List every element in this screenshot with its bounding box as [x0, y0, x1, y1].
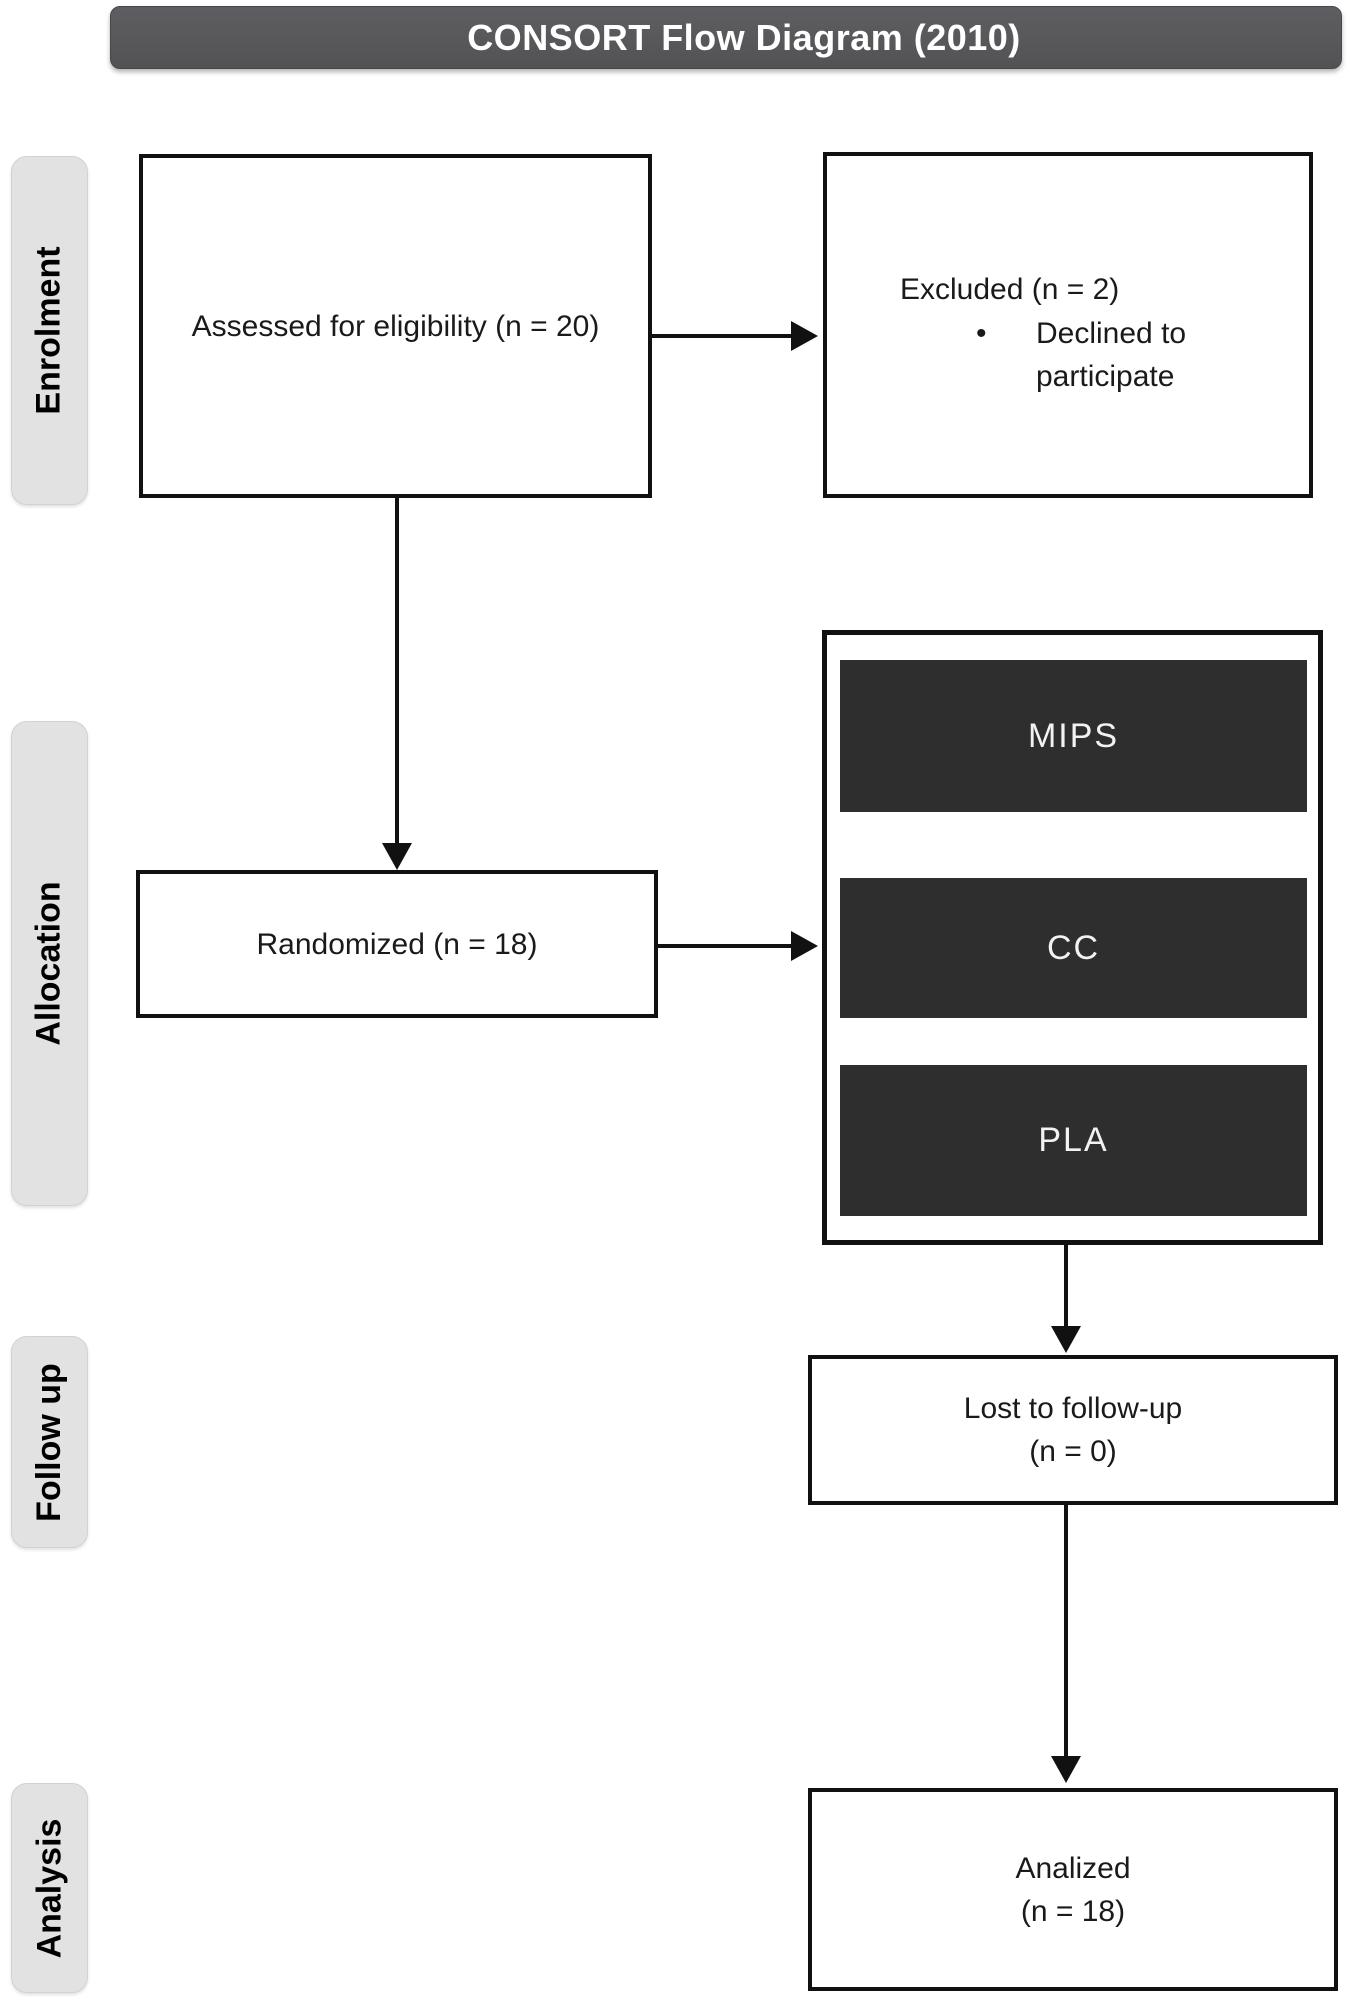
- stage-label-enrolment-text: Enrolment: [30, 246, 68, 415]
- arm-box-pla: PLA: [840, 1065, 1307, 1216]
- arrow-assessed-to-randomized: [395, 498, 399, 844]
- stage-label-enrolment: Enrolment: [11, 156, 88, 505]
- assessed-box: Assessed for eligibility (n = 20): [139, 154, 652, 498]
- stage-label-follow-up: Follow up: [11, 1336, 88, 1548]
- lost-to-follow-up-box: Lost to follow-up (n = 0): [808, 1355, 1338, 1505]
- arrowhead-down-icon: [1051, 1756, 1081, 1783]
- stage-label-follow-up-text: Follow up: [30, 1362, 69, 1522]
- randomized-text: Randomized (n = 18): [256, 927, 538, 961]
- arrowhead-right-icon: [791, 931, 818, 961]
- arm-pla-text: PLA: [1038, 1121, 1109, 1159]
- lost-line1: Lost to follow-up: [963, 1392, 1183, 1425]
- analyzed-box: Analized (n = 18): [808, 1788, 1338, 1991]
- arrowhead-right-icon: [791, 321, 818, 351]
- arm-box-mips: MIPS: [840, 660, 1307, 812]
- stage-label-allocation-text: Allocation: [30, 881, 68, 1046]
- stage-label-analysis: Analysis: [11, 1783, 88, 1993]
- diagram-title: CONSORT Flow Diagram (2010): [467, 16, 1021, 58]
- arrow-arms-to-lost: [1064, 1245, 1068, 1327]
- arrow-lost-to-analyzed: [1064, 1505, 1068, 1757]
- stage-label-analysis-text: Analysis: [30, 1818, 69, 1958]
- excluded-text-block: Excluded (n = 2) • Declined to participa…: [900, 268, 1226, 398]
- excluded-title: Excluded (n = 2): [900, 273, 1120, 306]
- excluded-bullet-row: • Declined to participate: [976, 312, 1226, 398]
- diagram-title-bar: CONSORT Flow Diagram (2010): [110, 6, 1342, 69]
- assessed-text: Assessed for eligibility (n = 20): [191, 309, 600, 343]
- analyzed-line1: Analized: [1015, 1851, 1131, 1885]
- arrow-randomized-to-arms: [658, 944, 792, 948]
- arm-cc-text: CC: [1046, 928, 1101, 967]
- excluded-box: Excluded (n = 2) • Declined to participa…: [823, 152, 1313, 498]
- randomized-box: Randomized (n = 18): [136, 870, 658, 1018]
- arrow-assessed-to-excluded: [652, 334, 792, 338]
- arm-mips-text: MIPS: [1027, 716, 1120, 755]
- arrowhead-down-icon: [1051, 1326, 1081, 1353]
- excluded-bullet-text: Declined to participate: [1036, 317, 1187, 393]
- analyzed-line2: (n = 18): [1020, 1894, 1126, 1928]
- arm-box-cc: CC: [840, 878, 1307, 1018]
- arrowhead-down-icon: [382, 843, 412, 870]
- bullet-icon: •: [976, 317, 987, 350]
- lost-line2: (n = 0): [1029, 1435, 1117, 1468]
- stage-label-allocation: Allocation: [11, 721, 88, 1206]
